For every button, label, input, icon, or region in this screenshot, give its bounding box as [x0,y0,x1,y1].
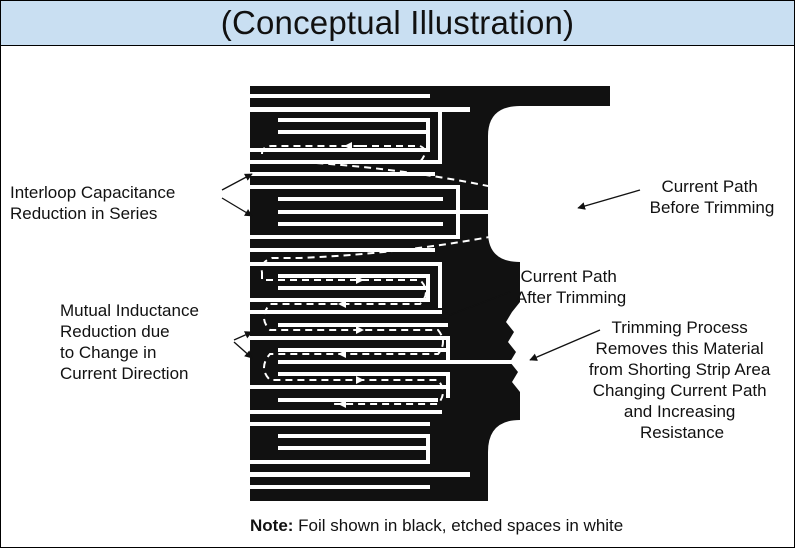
etched-slots [250,94,543,489]
current-path-before-trimming [260,145,580,273]
footnote-label: Note: [250,516,293,535]
label-current-path-before: Current Path Before Trimming [650,177,775,217]
label-current-path-after: Current Path After Trimming [516,267,627,307]
header-bar: (Conceptual Illustration) [1,1,794,46]
page-title: (Conceptual Illustration) [220,4,575,41]
label-trimming-process: Trimming Process Removes this Material f… [589,318,775,442]
leader-lines [221,173,641,361]
path-arrows [338,142,364,408]
footnote-text: Foil shown in black, etched spaces in wh… [293,516,623,535]
footnote: Note: Foil shown in black, etched spaces… [250,516,623,535]
label-mutual-inductance: Mutual Inductance Reduction due to Chang… [60,301,204,383]
current-path-after-trimming [261,272,444,405]
label-interloop-capacitance: Interloop Capacitance Reduction in Serie… [10,183,180,223]
